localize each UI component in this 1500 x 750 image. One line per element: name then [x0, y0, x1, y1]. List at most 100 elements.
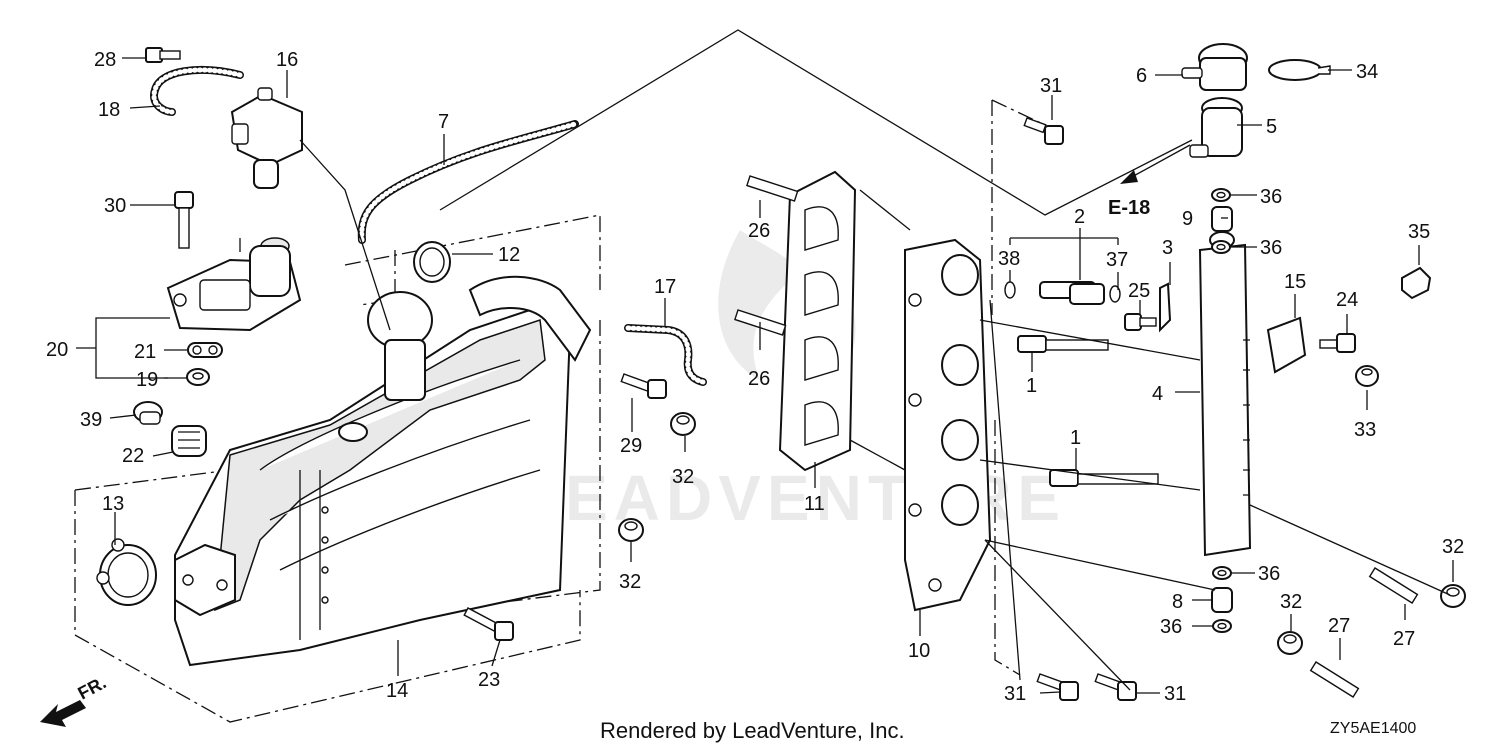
part-36-seal-d	[1212, 619, 1232, 633]
callout-11: 11	[804, 493, 825, 515]
part-36-seal-b	[1211, 240, 1231, 254]
callout-14: 14	[386, 680, 408, 702]
callout-36-d: 36	[1160, 616, 1182, 638]
diagram-code: ZY5AE1400	[1330, 720, 1417, 737]
callout-27-a: 27	[1393, 628, 1415, 650]
callout-26-lower: 26	[748, 368, 770, 390]
part-13-gasket	[96, 538, 157, 606]
callout-19: 19	[136, 369, 158, 391]
part-6-pressure-regulator	[1181, 43, 1248, 91]
callout-18: 18	[98, 99, 120, 121]
part-1-stud-a	[1017, 335, 1109, 353]
part-15-clamp	[1266, 316, 1307, 374]
part-25-bolt	[1124, 313, 1157, 331]
part-39-cap	[133, 401, 163, 425]
part-10-intake-flange	[904, 238, 992, 612]
callout-21: 21	[134, 341, 156, 363]
reference-arrow: E-18	[1108, 144, 1191, 219]
part-32-nut-d	[1277, 631, 1303, 655]
callout-32-c: 32	[1442, 536, 1464, 558]
part-2-injector	[1004, 281, 1121, 305]
part-36-seal-a	[1211, 188, 1231, 202]
callout-38: 38	[998, 248, 1020, 270]
callout-1-lower: 1	[1070, 427, 1081, 449]
front-label: FR.	[74, 672, 109, 703]
callout-7: 7	[438, 111, 449, 133]
part-27-stud-b	[1309, 661, 1360, 698]
part-11-manifold-gasket	[778, 170, 857, 472]
part-3-bracket	[1159, 282, 1172, 333]
front-direction-arrow: FR.	[40, 672, 109, 727]
reference-label: E-18	[1108, 197, 1150, 219]
part-21-gasket	[187, 342, 223, 358]
part-31-bolt-c	[1094, 673, 1137, 701]
part-20-idle-air-control-valve	[166, 237, 302, 332]
callout-31-top: 31	[1040, 75, 1062, 97]
part-34-hose-clamp	[1268, 59, 1331, 81]
part-32-nut-a	[670, 412, 696, 436]
part-33-nut	[1355, 365, 1379, 387]
callout-32-a: 32	[672, 466, 694, 488]
callout-24: 24	[1336, 289, 1358, 311]
part-18-hose	[150, 66, 244, 116]
part-32-nut-b	[618, 518, 644, 542]
callout-32-b: 32	[619, 571, 641, 593]
callout-15: 15	[1284, 271, 1306, 293]
callout-30: 30	[104, 195, 126, 217]
callout-27-b: 27	[1328, 615, 1350, 637]
callout-29: 29	[620, 435, 642, 457]
callout-22: 22	[122, 445, 144, 467]
callout-4: 4	[1152, 383, 1163, 405]
part-35-clip	[1401, 266, 1432, 300]
part-14-intake-manifold	[174, 275, 592, 667]
part-22-grommet	[171, 425, 207, 457]
credit-text: Rendered by LeadVenture, Inc.	[600, 718, 905, 743]
callout-34: 34	[1356, 61, 1378, 83]
part-23-bolt	[463, 607, 514, 641]
callout-13: 13	[102, 493, 124, 515]
part-7-breather-hose	[357, 120, 579, 244]
callout-8: 8	[1172, 591, 1183, 613]
callout-28: 28	[94, 49, 116, 71]
callout-39: 39	[80, 409, 102, 431]
part-24-bolt	[1319, 333, 1356, 353]
callout-33: 33	[1354, 419, 1376, 441]
callout-9: 9	[1182, 208, 1193, 230]
part-16-solenoid-valve	[230, 87, 303, 189]
part-19-nut	[186, 368, 210, 386]
part-32-nut-c	[1440, 584, 1466, 608]
callout-10: 10	[908, 640, 930, 662]
part-4-fuel-rail	[1198, 231, 1252, 557]
part-31-bolt-b	[1036, 673, 1079, 701]
part-36-seal-c	[1212, 566, 1232, 580]
part-28-bolt	[145, 47, 181, 63]
callout-31-left: 31	[1004, 683, 1026, 705]
callout-37: 37	[1106, 249, 1128, 271]
part-26-stud-a	[746, 175, 799, 202]
part-8-joint	[1211, 587, 1233, 613]
callout-2: 2	[1074, 206, 1085, 228]
callout-20: 20	[46, 339, 68, 361]
part-5-damper	[1189, 97, 1243, 158]
callout-5: 5	[1266, 116, 1277, 138]
callout-36-c: 36	[1258, 563, 1280, 585]
callout-26-upper: 26	[748, 220, 770, 242]
callout-25: 25	[1128, 280, 1150, 302]
leader-lines	[76, 57, 1454, 694]
callout-12: 12	[498, 244, 520, 266]
callout-16: 16	[276, 49, 298, 71]
callout-labels: 28 16 18 7 31 6 34 5 30 12 26 2 36 9 35 …	[46, 49, 1464, 705]
part-27-stud-a	[1368, 567, 1419, 604]
callout-35: 35	[1408, 221, 1430, 243]
callout-32-d: 32	[1280, 591, 1302, 613]
callout-6: 6	[1136, 65, 1147, 87]
callout-1-upper: 1	[1026, 375, 1037, 397]
part-12-o-ring	[413, 241, 451, 283]
part-9-joint	[1211, 206, 1233, 232]
part-29-bolt	[620, 373, 667, 399]
callout-36-b: 36	[1260, 237, 1282, 259]
part-30-bolt	[174, 191, 194, 249]
callout-23: 23	[478, 669, 500, 691]
callout-31-right: 31	[1164, 683, 1186, 705]
